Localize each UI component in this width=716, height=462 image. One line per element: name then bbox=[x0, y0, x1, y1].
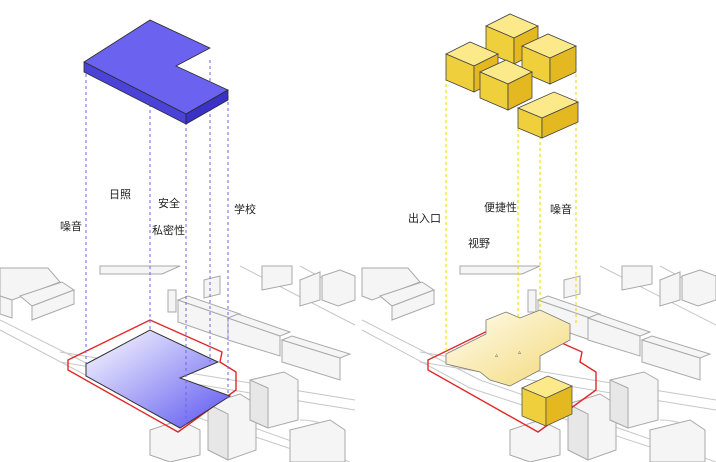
right-context-buildings bbox=[361, 265, 716, 462]
label-school: 学校 bbox=[234, 202, 256, 216]
left-labels: 噪音 日照 安全 私密性 学校 bbox=[60, 188, 256, 237]
right-building-blocks bbox=[445, 13, 580, 139]
left-building-mass bbox=[83, 19, 229, 125]
right-site-block bbox=[521, 375, 573, 427]
left-mass-side bbox=[185, 89, 229, 125]
label-sunlight: 日照 bbox=[109, 188, 131, 201]
right-projection-lines bbox=[445, 50, 577, 354]
block-right bbox=[521, 33, 577, 85]
label-safety: 安全 bbox=[158, 196, 180, 210]
right-footprint bbox=[445, 309, 571, 387]
left-footprint bbox=[85, 329, 232, 429]
label-entrance: 出入口 bbox=[408, 211, 441, 225]
block-lower-right bbox=[516, 91, 580, 139]
label-view: 视野 bbox=[468, 236, 490, 250]
right-labels: 出入口 视野 便捷性 噪音 bbox=[408, 200, 572, 250]
right-context-map: ▵ ▵ bbox=[361, 265, 716, 462]
label-privacy: 私密性 bbox=[152, 223, 185, 237]
left-context-map bbox=[0, 265, 356, 462]
entrance-marker-2: ▵ bbox=[518, 349, 521, 356]
label-convenience: 便捷性 bbox=[484, 200, 517, 214]
entrance-marker-1: ▵ bbox=[495, 352, 498, 359]
label-noise-left: 噪音 bbox=[60, 219, 82, 233]
label-noise-right: 噪音 bbox=[550, 202, 572, 216]
block-center bbox=[479, 59, 533, 111]
left-site-boundary bbox=[67, 319, 237, 433]
left-context-buildings bbox=[0, 265, 356, 462]
